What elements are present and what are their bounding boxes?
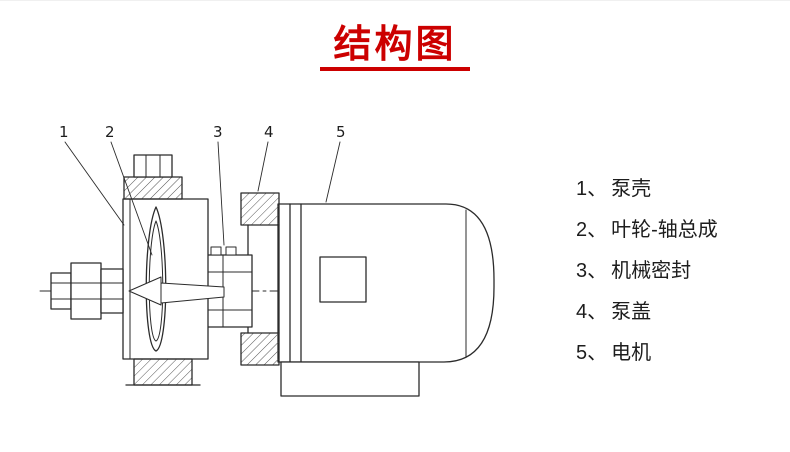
leader-line-2 [110,141,153,256]
legend-num: 1、 [576,178,608,200]
impeller-inner [148,220,164,342]
leader-line-3 [217,141,225,246]
callout-5: 5 [336,123,346,141]
legend-num: 3、 [576,260,608,282]
legend-item-mechanical-seal: 3、机械密封 [576,251,718,292]
motor-body [277,203,495,363]
suction-step [100,268,124,314]
casing-foot [133,358,193,386]
pump-cover-top [240,192,280,226]
motor-base [280,361,420,397]
callout-3: 3 [213,123,223,141]
legend-item-impeller-shaft: 2、叶轮-轴总成 [576,210,718,251]
casing-top-nut [133,154,173,178]
page-title: 结构图 [333,24,457,66]
title-underline [320,67,470,71]
leader-line-1 [64,141,125,226]
seal-bolt [225,246,237,256]
legend: 1、泵壳 2、叶轮-轴总成 3、机械密封 4、泵盖 5、电机 [576,169,718,374]
legend-label: 机械密封 [611,260,692,282]
legend-num: 4、 [576,301,608,323]
motor-terminal-box [319,256,367,303]
casing-top-flange [123,176,183,200]
legend-label: 电机 [611,342,652,364]
legend-label: 泵壳 [611,178,652,200]
seal-bolt [210,246,222,256]
suction-step [50,272,72,310]
legend-item-motor: 5、电机 [576,333,718,374]
legend-num: 2、 [576,219,608,241]
legend-num: 5、 [576,342,608,364]
legend-item-pump-casing: 1、泵壳 [576,169,718,210]
legend-label: 叶轮-轴总成 [611,219,718,241]
suction-step [70,262,102,320]
legend-label: 泵盖 [611,301,652,323]
shaft [160,282,225,304]
pump-structure-diagram: 1 2 3 4 5 [39,123,495,397]
callout-2: 2 [105,123,115,141]
callout-1: 1 [59,123,69,141]
leader-line-5 [325,141,341,203]
legend-item-pump-cover: 4、泵盖 [576,292,718,333]
leader-line-4 [257,141,269,192]
pump-cover-bottom [240,332,280,366]
callout-4: 4 [264,123,274,141]
